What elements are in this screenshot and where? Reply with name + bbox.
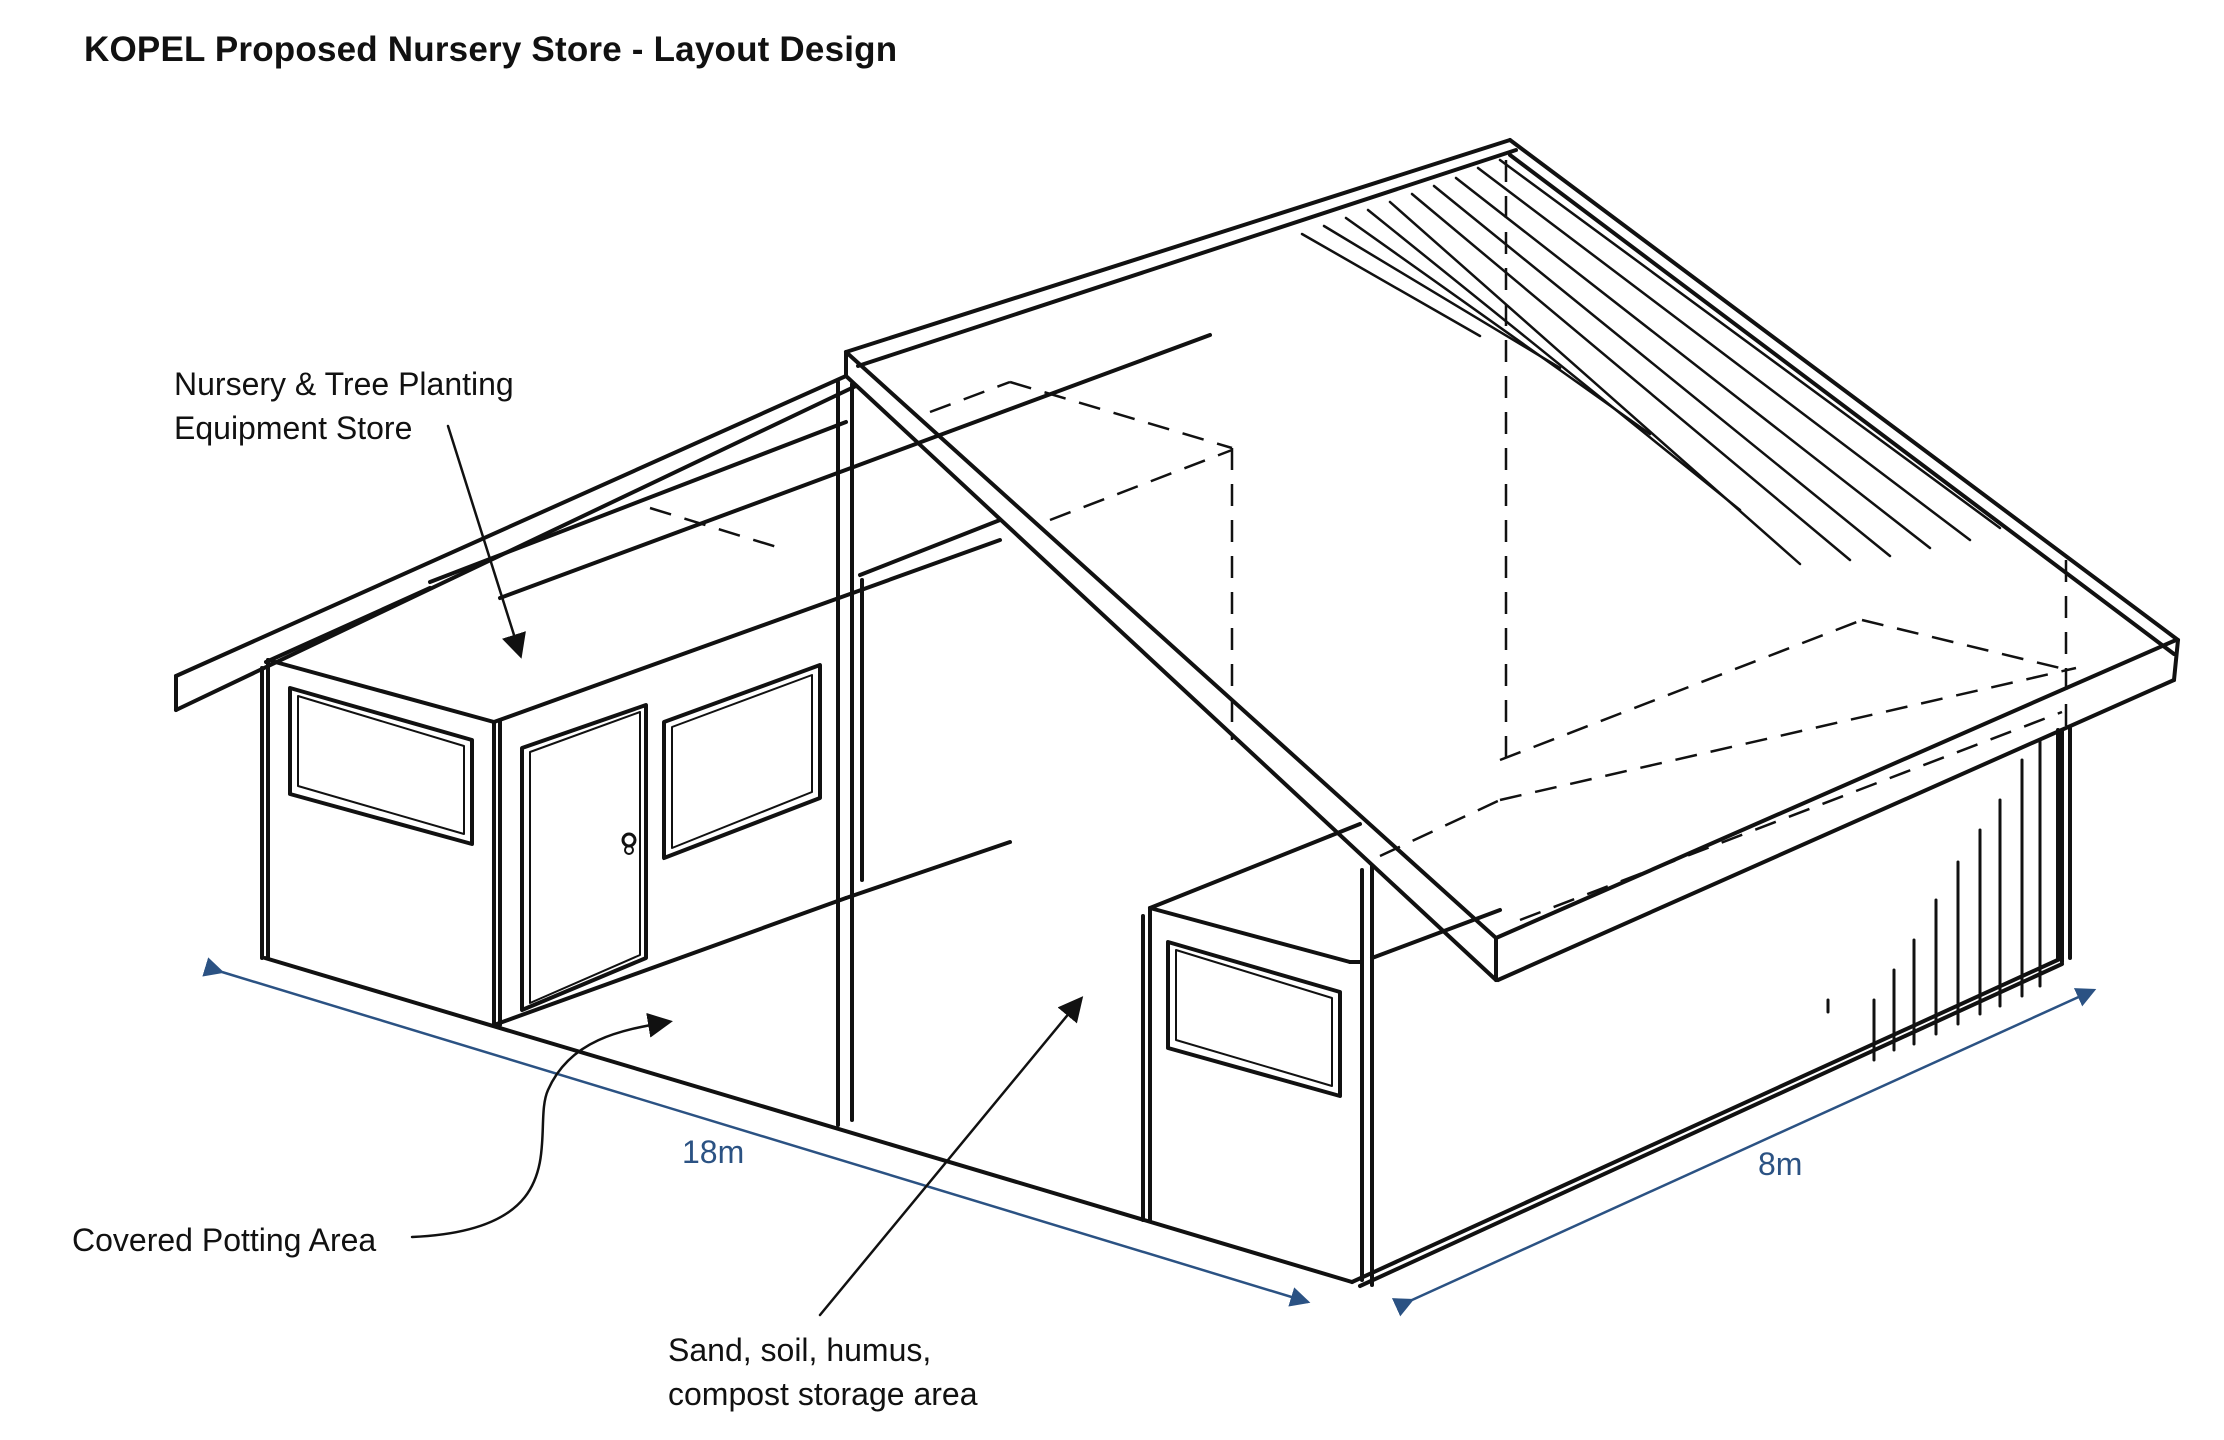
roof-hatching bbox=[1300, 158, 2002, 566]
storage-area-label: Sand, soil, humus, compost storage area bbox=[668, 1328, 978, 1416]
roof bbox=[174, 138, 2180, 982]
store-label-arrow bbox=[446, 424, 526, 659]
storage-label-arrow bbox=[818, 996, 1084, 1317]
store-window-left bbox=[288, 686, 474, 846]
store-door bbox=[520, 703, 648, 1012]
potting-area-label: Covered Potting Area bbox=[72, 1222, 377, 1258]
right-storage-room bbox=[1141, 822, 1502, 1222]
equipment-store-label-line1: Nursery & Tree Planting bbox=[174, 366, 514, 402]
length-dimension-line bbox=[202, 957, 1311, 1307]
storage-area-label-line2: compost storage area bbox=[668, 1376, 978, 1412]
length-dimension-label: 18m bbox=[682, 1134, 745, 1170]
potting-label-arrow bbox=[410, 1012, 673, 1239]
floor-outline bbox=[263, 956, 2064, 1288]
width-dimension-line bbox=[1391, 988, 2097, 1317]
hidden-lines bbox=[649, 160, 2077, 922]
storage-area-label-line1: Sand, soil, humus, bbox=[668, 1332, 932, 1368]
equipment-store-label-line2: Equipment Store bbox=[174, 410, 413, 446]
wall-hatching bbox=[1826, 738, 2042, 1062]
right-side-wall bbox=[2056, 726, 2072, 964]
width-dimension-label: 8m bbox=[1758, 1146, 1803, 1182]
equipment-store-room bbox=[260, 333, 1212, 1027]
equipment-store-label: Nursery & Tree Planting Equipment Store bbox=[174, 362, 514, 450]
page-title: KOPEL Proposed Nursery Store - Layout De… bbox=[84, 30, 898, 69]
support-posts bbox=[836, 380, 1374, 1287]
store-window-right bbox=[662, 663, 822, 860]
